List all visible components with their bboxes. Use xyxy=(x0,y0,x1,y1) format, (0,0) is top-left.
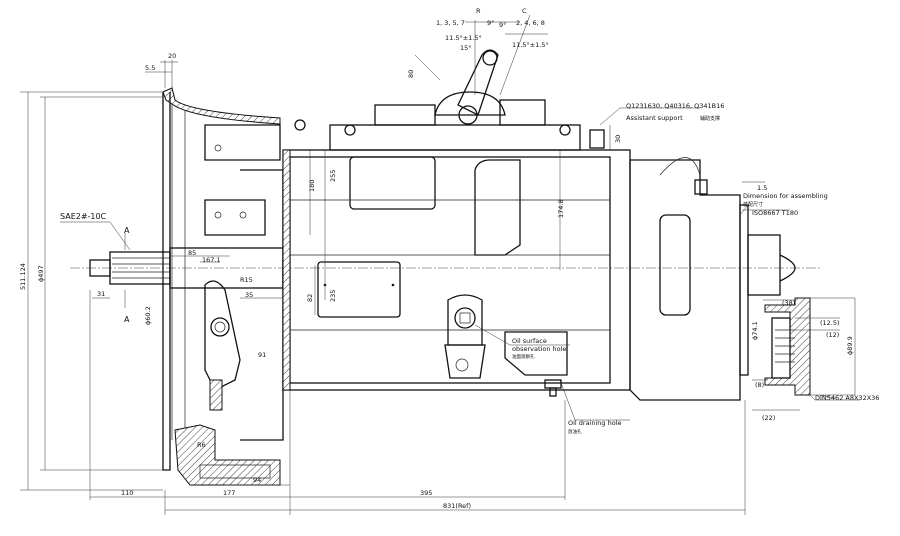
label-395: 395 xyxy=(420,489,432,497)
label-angle-15: 15° xyxy=(460,44,472,52)
label-12-5: (12.5) xyxy=(820,319,840,327)
main-case xyxy=(282,149,631,397)
label-r: R xyxy=(476,7,481,15)
label-20: 20 xyxy=(168,52,176,60)
bell-housing xyxy=(162,87,284,486)
label-gears-odd: 1, 3, 5, 7 xyxy=(436,19,465,27)
label-511: 511.124 xyxy=(19,263,27,290)
label-support: Assistant support xyxy=(626,114,683,122)
label-91: 91 xyxy=(258,351,266,359)
rear-housing xyxy=(629,157,796,401)
label-12: (12) xyxy=(826,331,839,339)
label-oil-obs-1: Oil surface xyxy=(512,337,547,345)
label-235: 235 xyxy=(329,290,337,302)
label-dia89: ϕ89.9 xyxy=(846,336,854,355)
label-c: C xyxy=(522,7,527,15)
label-38: (38) xyxy=(782,299,795,307)
label-lever-len: 80 xyxy=(407,70,415,78)
label-support-dim: 30 xyxy=(614,135,622,143)
label-r15: R15 xyxy=(240,276,253,284)
labels: R C 1, 3, 5, 7 2, 4, 6, 8 9° 9° 11.5°±1.… xyxy=(19,7,879,510)
label-assembly-cn: 装配尺寸 xyxy=(743,201,763,208)
label-angle-right: 9° xyxy=(499,21,506,29)
label-tilt-right: 11.5°±1.5° xyxy=(512,41,549,49)
label-support-cn: 辅助支撑 xyxy=(700,115,720,122)
output-flange xyxy=(764,297,811,396)
label-assembly: Dimension for assembling xyxy=(743,192,828,200)
label-gears-even: 2, 4, 6, 8 xyxy=(516,19,545,27)
label-oil-obs-cn: 油面观察孔 xyxy=(512,353,535,360)
label-angle-left: 9° xyxy=(487,19,494,27)
label-r6: R6 xyxy=(197,441,206,449)
label-35: 35 xyxy=(245,291,253,299)
label-support-parts: Q1231630, Q40316, Q341B16 xyxy=(626,102,724,110)
shift-cover xyxy=(294,49,605,151)
label-assembly-dim: 1.5 xyxy=(757,184,767,192)
label-110: 110 xyxy=(121,489,133,497)
label-tilt-left: 11.5°±1.5° xyxy=(445,34,482,42)
label-167: 167.1 xyxy=(202,256,221,264)
label-iso: ISO8667 T180 xyxy=(752,209,798,217)
label-180: 180 xyxy=(308,180,316,192)
label-22: (22) xyxy=(762,414,775,422)
label-oil-drain-cn: 放油孔 xyxy=(568,428,582,435)
label-82: 82 xyxy=(306,294,314,302)
label-94: 94 xyxy=(253,476,261,484)
label-oil-obs-2: observation hole xyxy=(512,345,566,353)
label-831: 831(Ref) xyxy=(443,502,471,510)
label-dia74: ϕ74.1 xyxy=(751,321,759,340)
label-5-5: 5.5 xyxy=(145,64,155,72)
dimension-lines xyxy=(20,14,860,515)
label-oil-drain: Oil draining hole xyxy=(568,419,622,427)
label-dia497: ϕ497 xyxy=(37,265,45,282)
label-177: 177 xyxy=(223,489,235,497)
label-section-a2: A xyxy=(124,315,130,324)
label-sae: SAE2#-10C xyxy=(60,212,107,221)
label-section-a1: A xyxy=(124,226,130,235)
label-spline: DIN5462 A8X32X36 xyxy=(815,394,879,402)
label-31: 31 xyxy=(97,290,105,298)
label-255: 255 xyxy=(329,170,337,182)
label-dia60: ϕ60.2 xyxy=(144,306,152,325)
label-8: (8) xyxy=(755,381,764,389)
label-174: 174.8 xyxy=(557,199,565,218)
label-85: 85 xyxy=(188,249,196,257)
